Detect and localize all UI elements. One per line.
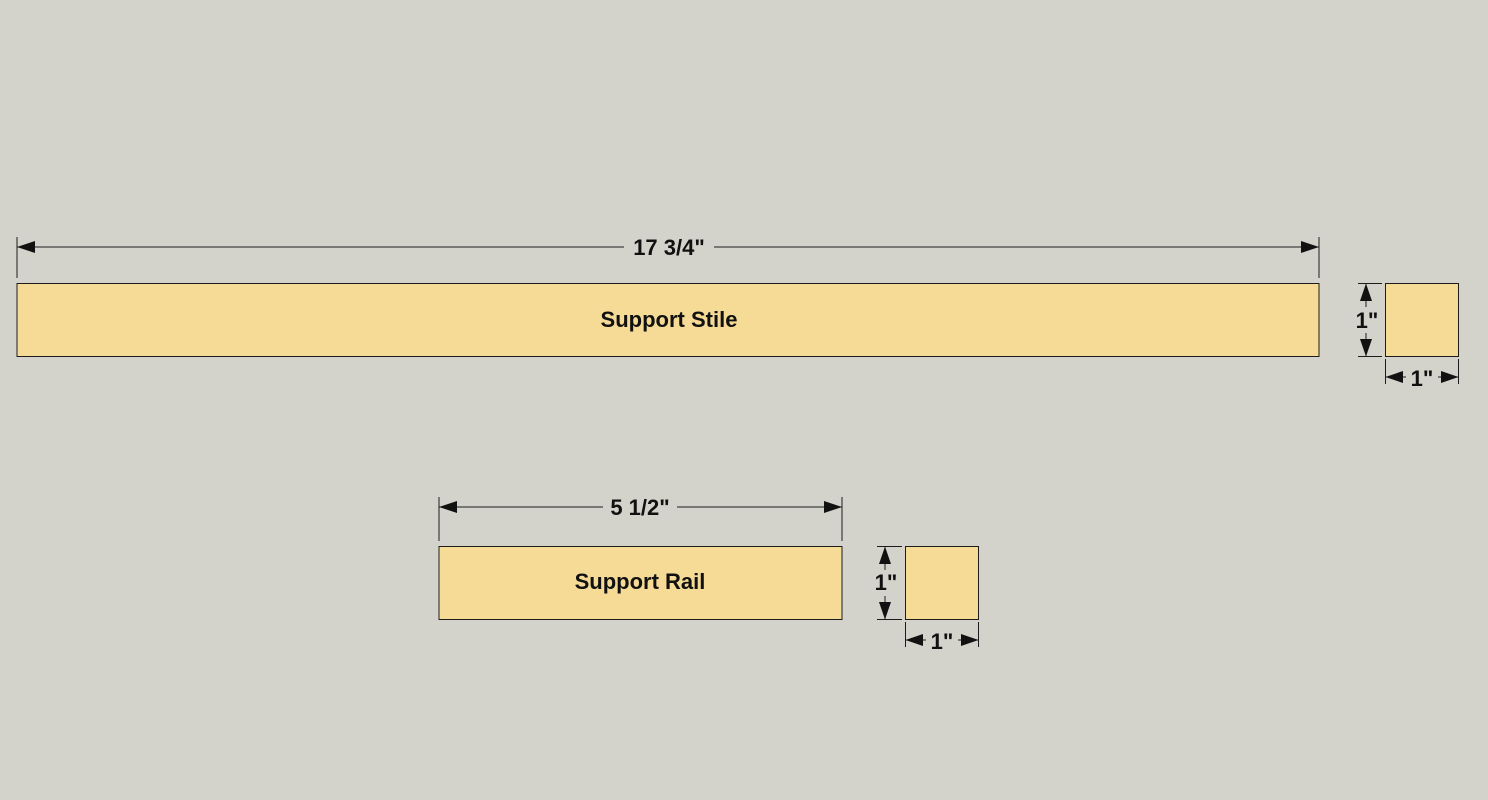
- stile-thickness-label: 1": [1356, 308, 1379, 333]
- support-rail-group: 5 1/2" Support Rail 1" 1": [438, 494, 979, 654]
- stile-length-arrow-left: [17, 241, 35, 253]
- support-stile-cross-section: [1385, 283, 1459, 357]
- rail-width-arrow-left: [905, 634, 923, 646]
- support-stile-group: 17 3/4" Support Stile 1" 1": [16, 234, 1459, 391]
- rail-thickness-arrow-top: [879, 546, 891, 564]
- stile-thickness-arrow-bottom: [1360, 339, 1372, 357]
- stile-length-label: 17 3/4": [633, 235, 705, 260]
- stile-width-label-bg: [1406, 365, 1438, 390]
- stile-length-arrow-right: [1301, 241, 1319, 253]
- rail-thickness-arrow-bottom: [879, 602, 891, 620]
- stile-width-label: 1": [1411, 366, 1434, 391]
- support-rail-board: [438, 546, 843, 620]
- rail-length-label-bg: [603, 494, 677, 520]
- stile-thickness-label-bg: [1351, 307, 1383, 333]
- support-rail-label: Support Rail: [575, 569, 706, 594]
- rail-thickness-label-bg: [870, 570, 902, 596]
- rail-length-label: 5 1/2": [610, 495, 669, 520]
- stile-width-arrow-left: [1385, 371, 1403, 383]
- stile-thickness-arrow-top: [1360, 283, 1372, 301]
- support-stile-board: [16, 283, 1320, 357]
- support-rail-cross-section: [905, 546, 979, 620]
- rail-width-label: 1": [931, 629, 954, 654]
- rail-thickness-label: 1": [875, 570, 898, 595]
- rail-width-arrow-right: [961, 634, 979, 646]
- rail-width-label-bg: [926, 628, 958, 653]
- rail-length-arrow-right: [824, 501, 842, 513]
- support-stile-label: Support Stile: [601, 307, 738, 332]
- rail-length-arrow-left: [439, 501, 457, 513]
- stile-length-label-bg: [624, 234, 714, 260]
- stile-width-arrow-right: [1441, 371, 1459, 383]
